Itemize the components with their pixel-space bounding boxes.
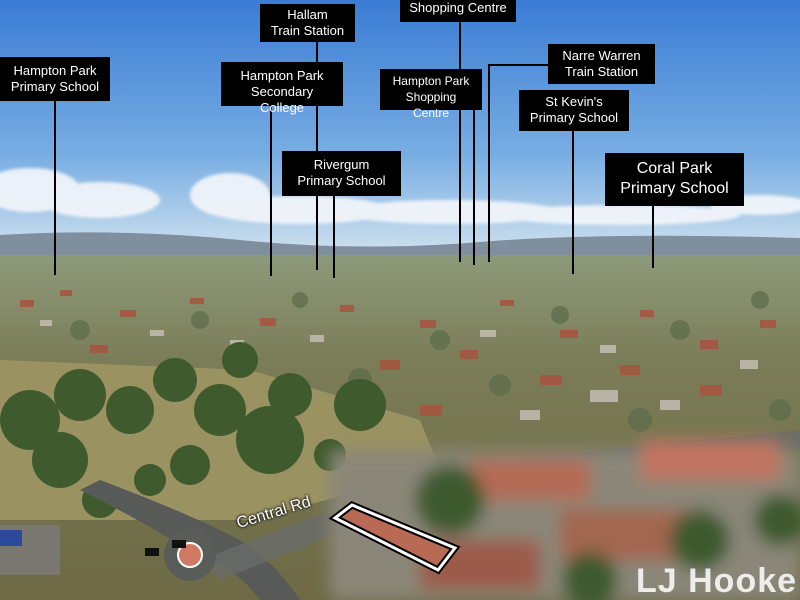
pointer-line [270, 106, 272, 276]
agency-watermark: LJ Hooke [636, 562, 798, 600]
hallam-train-station-label: Hallam Train Station [260, 4, 355, 42]
rivergum-primary-label: Rivergum Primary School [282, 151, 401, 196]
hampton-park-shopping-label: Hampton Park Shopping Centre [380, 69, 482, 120]
pointer-line [459, 22, 461, 262]
pointer-line [54, 100, 56, 275]
car [172, 540, 186, 548]
narre-warren-station-label: Narre Warren Train Station [548, 44, 655, 84]
car [145, 548, 159, 556]
hampton-park-secondary-label: Hampton Park Secondary College [221, 62, 343, 115]
hampton-park-primary-label: Hampton Park Primary School [0, 57, 110, 101]
pointer-line [333, 196, 335, 278]
pointer-line [652, 206, 654, 268]
park-trees [0, 342, 386, 518]
roundabout-centre [177, 542, 203, 568]
pointer-line [473, 110, 475, 265]
rooftops [10, 290, 791, 432]
solar-panel [0, 530, 22, 546]
subject-property [340, 508, 450, 567]
pointer-line-elbow [488, 64, 550, 66]
st-kevins-primary-label: St Kevin's Primary School [519, 90, 629, 131]
coral-park-primary-label: Coral Park Primary School [605, 153, 744, 206]
shopping-centre-label: Shopping Centre [400, 0, 516, 22]
distant-hills [0, 232, 800, 262]
pointer-line [572, 131, 574, 274]
pointer-line [488, 64, 490, 262]
property-outline-inner [332, 503, 458, 572]
